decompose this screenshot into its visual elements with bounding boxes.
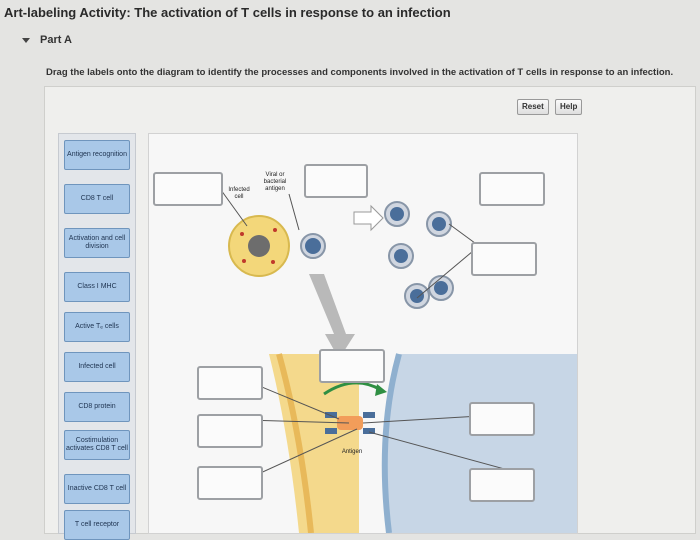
t-cell-membrane-shape	[384, 354, 577, 533]
drop-target-8[interactable]	[469, 402, 535, 436]
activity-title: Art-labeling Activity: The activation of…	[4, 5, 451, 20]
diagram-graphic	[220, 189, 577, 533]
label-active-tc-cells[interactable]: Active Tₑ cells	[64, 312, 130, 342]
part-label: Part A	[40, 34, 72, 46]
label-antigen-recognition[interactable]: Antigen recognition	[64, 140, 130, 170]
antigen-caption: Viral or bacterial antigen	[263, 172, 287, 192]
instruction-text: Drag the labels onto the diagram to iden…	[46, 67, 674, 78]
label-activation-cell-division[interactable]: Activation and cell division	[64, 228, 130, 258]
label-t-cell-receptor[interactable]: T cell receptor	[64, 510, 130, 540]
drop-target-9[interactable]	[197, 466, 263, 500]
part-header[interactable]: Part A	[22, 34, 72, 46]
diagram-area: Infected cell Viral or bacterial antigen…	[148, 133, 578, 534]
drop-target-2[interactable]	[304, 164, 368, 198]
label-costimulation[interactable]: Costimulation activates CD8 T cell	[64, 430, 130, 460]
label-bank: Antigen recognition CD8 T cell Activatio…	[58, 133, 136, 540]
label-infected-cell[interactable]: Infected cell	[64, 352, 130, 382]
drop-target-7[interactable]	[197, 414, 263, 448]
label-inactive-cd8-t-cell[interactable]: Inactive CD8 T cell	[64, 474, 130, 504]
infected-cell-caption: Infected cell	[228, 187, 250, 200]
drop-target-5[interactable]	[319, 349, 385, 383]
label-cd8-protein[interactable]: CD8 protein	[64, 392, 130, 422]
collapse-triangle-icon[interactable]	[22, 37, 30, 43]
drop-target-3[interactable]	[479, 172, 545, 206]
drop-target-4[interactable]	[471, 242, 537, 276]
label-cd8-t-cell[interactable]: CD8 T cell	[64, 184, 130, 214]
label-class-i-mhc[interactable]: Class I MHC	[64, 272, 130, 302]
drop-target-10[interactable]	[469, 468, 535, 502]
antigen-bottom-caption: Antigen	[341, 449, 363, 455]
drop-target-6[interactable]	[197, 366, 263, 400]
help-button[interactable]: Help	[555, 99, 583, 115]
drop-target-1[interactable]	[153, 172, 223, 206]
zoom-arrow-shape	[309, 274, 355, 359]
reset-button[interactable]: Reset	[517, 99, 549, 115]
